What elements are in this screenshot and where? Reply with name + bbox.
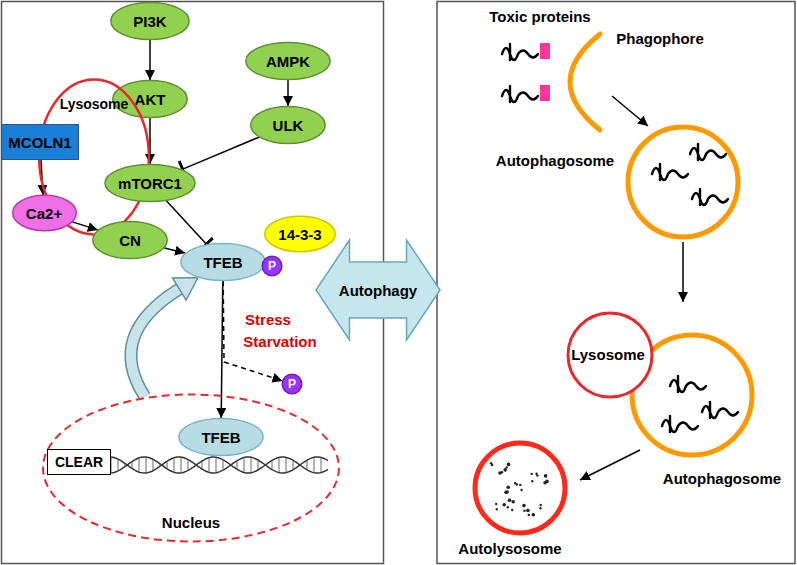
node-text: PI3K — [133, 13, 166, 30]
part-label: Phagophore — [616, 30, 704, 47]
node-text: mTORC1 — [118, 175, 182, 192]
node-text: ULK — [273, 117, 304, 134]
node-text: P — [268, 259, 276, 273]
node-text: Nucleus — [162, 514, 220, 531]
activation-arrow — [164, 248, 185, 253]
node-text: Autophagy — [339, 282, 417, 299]
phosphate-dot: P — [282, 374, 302, 394]
double-arrow: Autophagy — [316, 240, 440, 340]
node-text: Ca2+ — [26, 205, 62, 222]
right-panel — [437, 2, 795, 564]
activation-arrow — [223, 281, 282, 381]
node-text: Lysosome — [60, 96, 129, 112]
tfeb-ellipse: TFEB — [180, 243, 266, 281]
activation-arrow — [287, 80, 289, 106]
node-text: TFEB — [203, 254, 242, 271]
inhibition-connector — [182, 137, 259, 169]
inhibition-connector — [166, 201, 206, 245]
node-text: AKT — [135, 91, 166, 108]
protein-ellipse: ULK — [250, 106, 326, 144]
protein-ellipse: AMPK — [245, 42, 331, 80]
part-label: Lysosome — [571, 346, 645, 363]
node-text: P — [288, 377, 296, 391]
node-text: MCOLN1 — [8, 134, 71, 151]
node-text: AMPK — [266, 53, 310, 70]
tfeb-ellipse: TFEB — [178, 418, 264, 456]
part-label: Toxic proteins — [489, 8, 590, 25]
feedback-arrow — [131, 278, 198, 397]
ion-ellipse: Ca2+ — [12, 195, 77, 231]
protein-ellipse: mTORC1 — [104, 164, 196, 202]
part-label: Autolysosome — [458, 540, 561, 557]
condition-label: Stress — [245, 311, 291, 328]
node-text: TFEB — [201, 429, 240, 446]
part-label: Autophagosome — [663, 470, 781, 487]
autophagy-illustration — [475, 34, 752, 533]
nucleus-outline: Nucleus CLEAR TFEB — [40, 393, 342, 543]
node-text: 14-3-3 — [278, 226, 321, 243]
activation-arrow — [149, 40, 151, 80]
part-label: Autophagosome — [496, 152, 614, 169]
phosphate-dot: P — [262, 256, 282, 276]
protein-ellipse: PI3K — [110, 2, 190, 40]
condition-label: Starvation — [243, 333, 316, 350]
gene-box: CLEAR — [47, 449, 111, 475]
node-text: CN — [119, 232, 141, 249]
protein-ellipse: CN — [92, 221, 168, 259]
channel-box: MCOLN1 — [1, 124, 79, 160]
protein-ellipse: 14-3-3 — [264, 216, 336, 252]
activation-arrow — [72, 222, 98, 230]
node-text: CLEAR — [55, 454, 103, 470]
activation-arrow — [221, 281, 223, 418]
